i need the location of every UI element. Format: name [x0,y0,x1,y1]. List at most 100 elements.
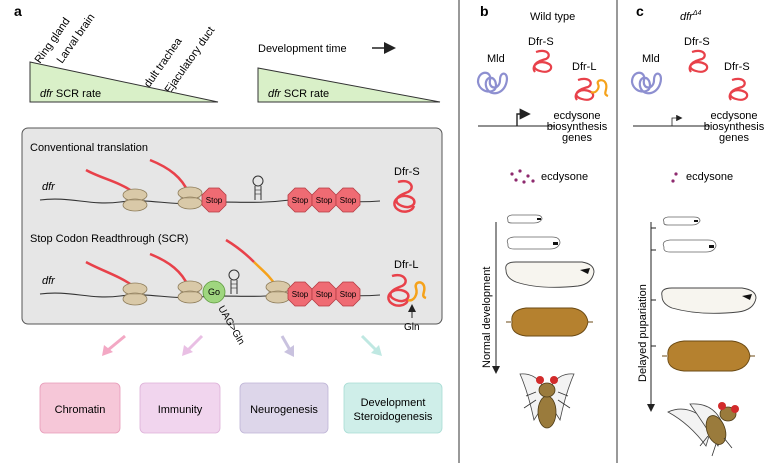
svg-text:Stop: Stop [292,196,309,205]
arrow-icon [284,345,294,357]
category-label: Development [361,397,426,409]
ecdysone-label: ecdysone [541,171,588,183]
genes-label-line1: ecdysone [553,110,600,122]
stop-codon-icon: Stop [335,281,361,307]
stop-codon-icon: Stop [201,187,227,213]
stop-codon-icon: Stop [311,187,337,213]
conventional-row: dfr Stop Stop Stop Stop [39,158,420,213]
dfr-l-protein-icon [574,77,609,101]
svg-text:Stop: Stop [340,196,357,205]
category-immunity [139,382,221,434]
scr-rate-label: dfr SCR rate [40,88,101,100]
transcription-arrow-strong [516,108,531,126]
development-axis-label: Delayed pupariation [637,284,649,382]
stop-codon-icon: Stop [287,281,313,307]
translation-box [21,127,443,325]
panel-a-label: a [14,3,22,19]
larva-stage-1 [507,214,543,224]
genes-label-line3: genes [719,132,749,144]
dfr-s-protein-icon [728,77,749,101]
panel-b-title: Wild type [530,11,575,23]
dfr-l-protein-icon [387,273,427,307]
axis-ticks [651,227,656,347]
arrow-icon [360,334,378,352]
larva-stage-1 [663,216,701,226]
category-label: Steroidogenesis [354,411,433,423]
panel-c-label: c [636,3,644,19]
nascent-chain [225,238,255,263]
arrow-icon [102,345,113,356]
larva-stage-3 [505,261,595,288]
dfr-s-protein-icon [393,179,416,213]
category-label: Chromatin [55,404,106,416]
dfr-s-protein-icon [688,49,709,73]
category-arrows [102,334,382,357]
stop-codon-icon: Stop [335,187,361,213]
category-chromatin [39,382,121,434]
genes-label-line2: biosynthesis [704,121,765,133]
hairpin-icon [228,269,240,294]
adult-fly [519,373,575,429]
ribosome-icon [122,188,148,212]
product-dfr-l-label: Dfr-L [394,259,418,271]
conventional-translation-title: Conventional translation [30,142,148,154]
genes-label-line1: ecdysone [710,110,757,122]
ecdysone-label: ecdysone [686,171,733,183]
mld-protein-icon [476,71,508,95]
svg-text:Stop: Stop [316,290,333,299]
category-boxes: Chromatin Immunity Neurogenesis Developm… [39,382,443,434]
svg-text:Go: Go [208,287,220,297]
protein-label-dfr-s: Dfr-S [724,61,750,73]
development-axis-label: Normal development [481,267,493,369]
svg-text:Stop: Stop [206,196,223,205]
arrow-icon [182,345,193,356]
svg-text:Stop: Stop [292,290,309,299]
ribosome-icon [122,282,148,306]
arrow-icon [371,345,382,356]
pupa [506,307,593,337]
panel-c-title: dfrΔ4 [680,10,702,23]
ribosome-icon [265,280,291,304]
go-codon-icon: Go [202,280,226,304]
ribosome-icon [177,186,203,210]
scr-rate-triangle-tissue [29,61,219,103]
hairpin-icon [252,175,264,200]
category-label: Immunity [158,404,203,416]
protein-label-mld: Mld [487,53,505,65]
arrow-icon [186,334,204,352]
arrow-icon [107,334,126,352]
gene-label: dfr [42,275,56,287]
stop-codon-icon: Stop [287,187,313,213]
mld-protein-icon [630,71,662,95]
panel-b-label: b [480,3,489,19]
ribosome-icon [177,280,203,304]
ecdysone-dots [510,169,535,184]
transcription-arrow-weak [671,114,683,126]
svg-text:Stop: Stop [340,290,357,299]
gln-label: Gln [404,322,420,333]
ecdysone-dots [671,172,678,183]
genes-label-line3: genes [562,132,592,144]
adult-fly [667,402,739,457]
category-neurogenesis [239,382,329,434]
scr-title: Stop Codon Readthrough (SCR) [30,233,188,245]
svg-text:Stop: Stop [316,196,333,205]
scr-rate-triangle-development [257,67,441,103]
product-dfr-s-label: Dfr-S [394,166,420,178]
gene-label: dfr [42,181,56,193]
protein-label-mld: Mld [642,53,660,65]
protein-label-dfr-s: Dfr-S [684,36,710,48]
protein-label-dfr-s: Dfr-S [528,36,554,48]
larva-stage-2 [662,239,717,253]
pupa [662,340,755,372]
larva-stage-2 [506,236,561,250]
protein-label-dfr-l: Dfr-L [572,61,596,73]
stop-codon-icon: Stop [311,281,337,307]
category-label: Neurogenesis [250,404,318,416]
scr-rate-label: dfr SCR rate [268,88,329,100]
genes-label-line2: biosynthesis [547,121,608,133]
development-time-label: Development time [258,43,347,55]
larva-stage-3 [661,287,757,314]
category-development-steroidogenesis [343,382,443,434]
